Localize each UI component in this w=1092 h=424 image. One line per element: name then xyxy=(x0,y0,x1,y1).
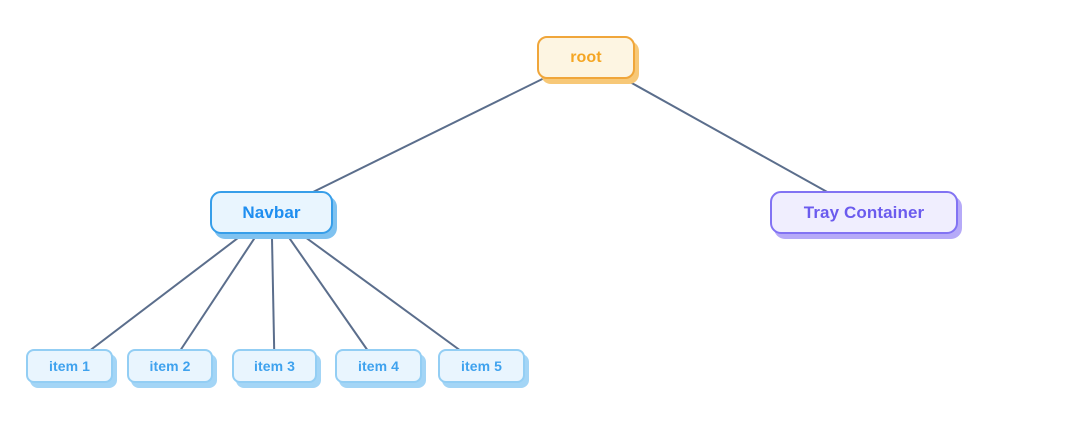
edge-root-navbar xyxy=(271,56,587,214)
node-item-4[interactable]: item 4 xyxy=(335,349,422,383)
node-label: item 5 xyxy=(460,358,503,374)
node-item-3[interactable]: item 3 xyxy=(232,349,317,383)
node-item-5[interactable]: item 5 xyxy=(438,349,525,383)
node-label: Navbar xyxy=(242,202,301,222)
node-item-2[interactable]: item 2 xyxy=(127,349,213,383)
node-label: Tray Container xyxy=(803,202,925,222)
node-label: item 2 xyxy=(149,358,191,374)
node-label: item 3 xyxy=(253,358,296,374)
node-tray-container[interactable]: Tray Container xyxy=(770,191,958,234)
node-item-1[interactable]: item 1 xyxy=(26,349,113,383)
node-label: root xyxy=(570,48,602,66)
node-label: item 1 xyxy=(48,358,91,374)
edge-navbar-item-1 xyxy=(68,211,273,367)
node-label: item 4 xyxy=(357,358,400,374)
node-navbar[interactable]: Navbar xyxy=(210,191,333,234)
edge-navbar-item-3 xyxy=(270,212,276,367)
edge-root-tray-container xyxy=(585,56,865,214)
edge-navbar-item-4 xyxy=(270,211,380,367)
node-root[interactable]: root xyxy=(537,36,635,79)
edge-navbar-item-2 xyxy=(169,211,273,367)
edge-navbar-item-5 xyxy=(270,211,483,367)
